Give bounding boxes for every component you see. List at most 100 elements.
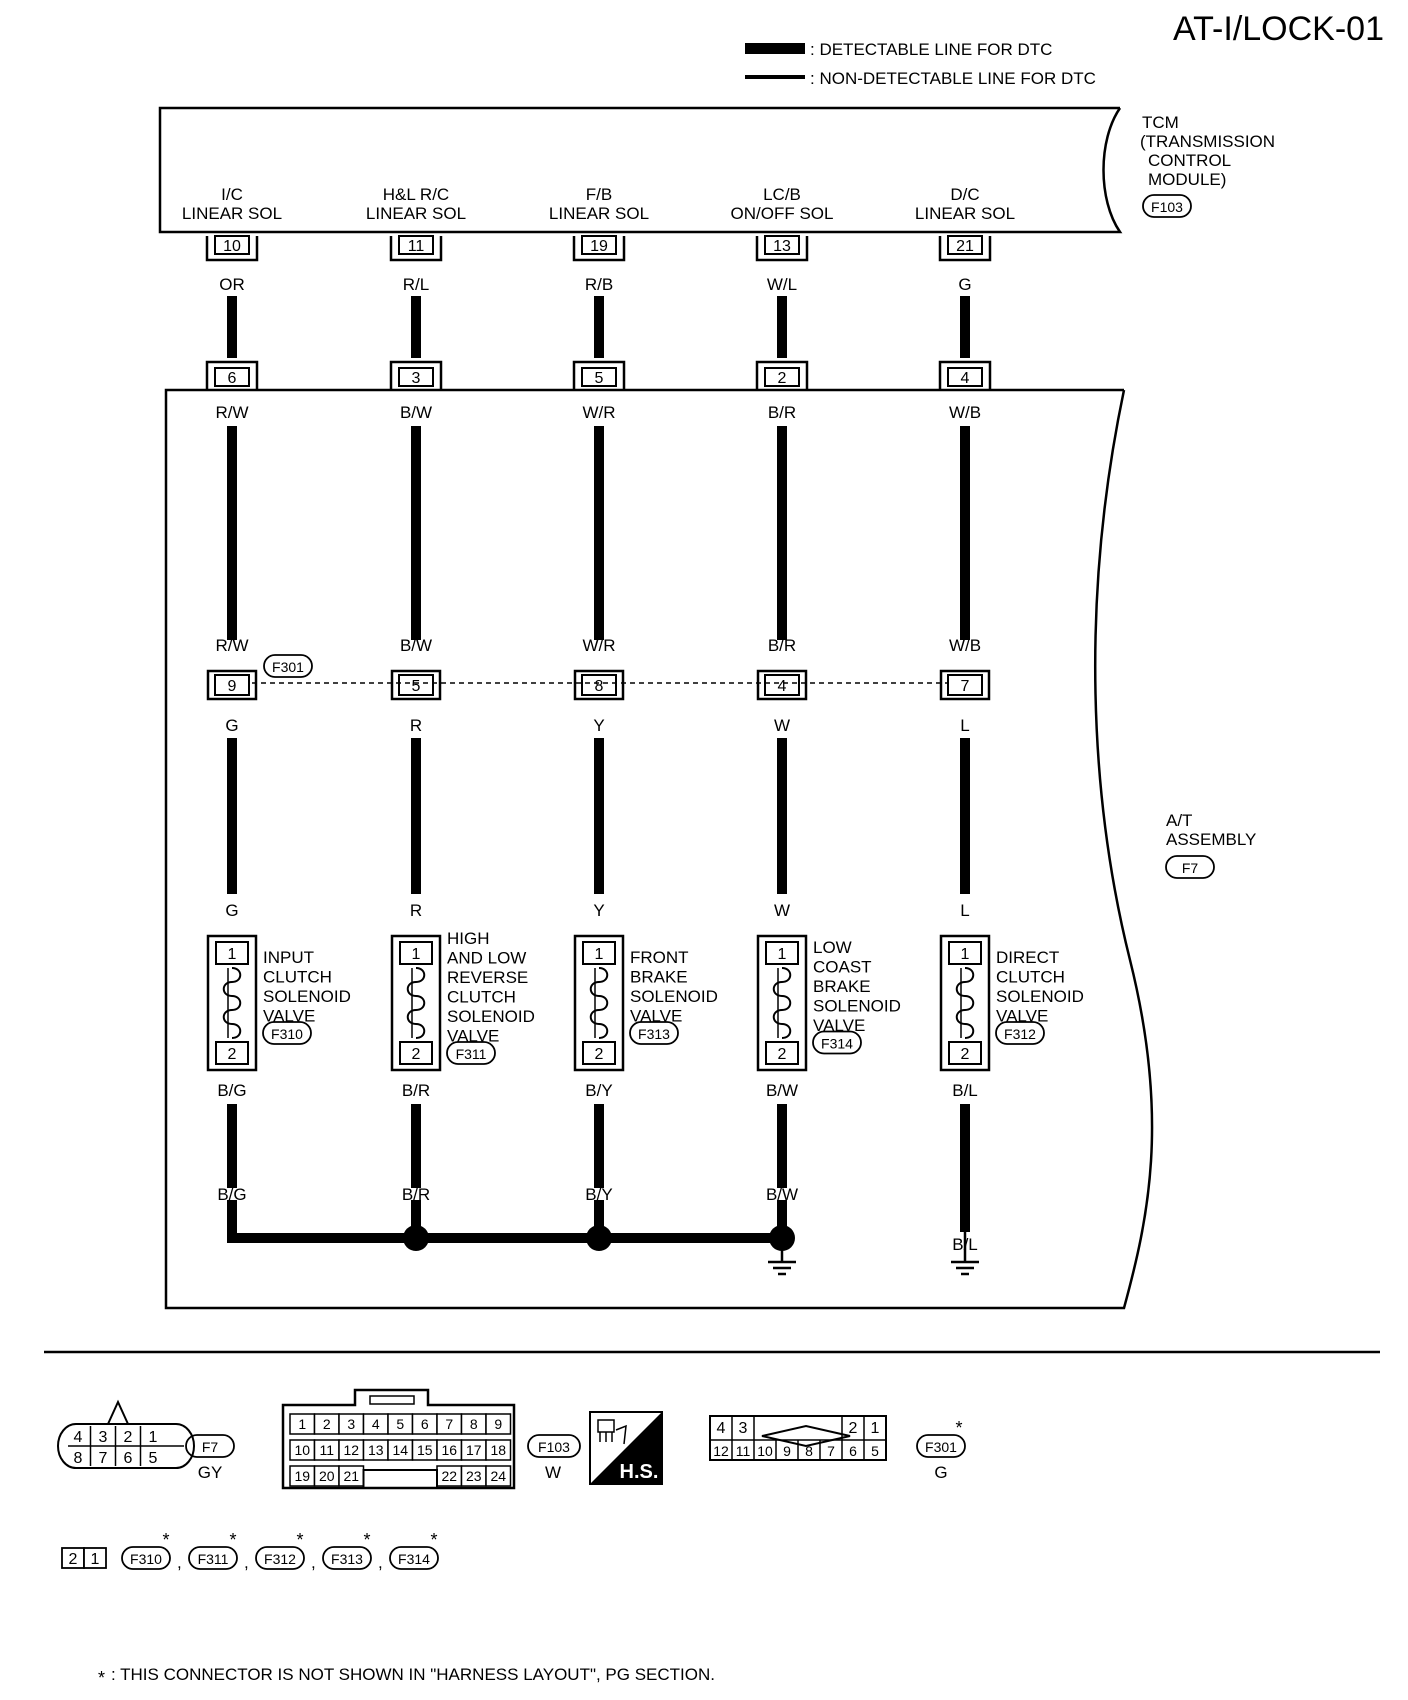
- connector-f7-key: [107, 1399, 129, 1425]
- connector-f7-color: GY: [198, 1463, 223, 1482]
- f103-pin: 21: [343, 1468, 359, 1484]
- f301-junction-badge: [263, 654, 313, 678]
- connector-f103-id: F103: [538, 1439, 570, 1455]
- f7-pin-bracket: [389, 360, 443, 390]
- f103-pin: 1: [298, 1416, 306, 1432]
- wire-color-ground: B/W: [766, 1185, 798, 1204]
- valve-connector-id: F310: [271, 1026, 303, 1042]
- f103-pin: 18: [490, 1442, 506, 1458]
- valve-name-line: CLUTCH: [996, 968, 1065, 987]
- tcm-pin-box: [581, 235, 617, 255]
- wire-color-f301-out: G: [225, 716, 238, 735]
- valve-name-line: INPUT: [263, 948, 314, 967]
- legend-thin-line: [745, 75, 805, 79]
- valve-connector-id: F310: [130, 1551, 162, 1567]
- tcm-pin-box: [214, 235, 250, 255]
- valve-connector-badge: [262, 1021, 312, 1045]
- wire-color-f301-in: B/W: [400, 636, 432, 655]
- wire-color-f7: W/R: [582, 403, 615, 422]
- tcm-terminal-label: ON/OFF SOL: [731, 204, 834, 223]
- valve-name-line: VALVE: [813, 1016, 865, 1035]
- at-assembly-connector-badge: [1165, 855, 1215, 879]
- f103-pin: 10: [294, 1442, 310, 1458]
- valve-name-line: SOLENOID: [263, 987, 351, 1006]
- valve-name-line: VALVE: [630, 1007, 682, 1026]
- f7-pin: 6: [124, 1450, 133, 1467]
- connector-f301-id: F301: [925, 1439, 957, 1455]
- f301-pin: 10: [757, 1443, 773, 1459]
- solenoid-pin-1-box: [399, 941, 433, 965]
- connector-f7-outline: [57, 1423, 195, 1469]
- f7-pin-bracket: [205, 360, 259, 390]
- ground-symbol-4: [768, 1260, 796, 1276]
- valve-name-line: COAST: [813, 958, 872, 977]
- f7-pin: 4: [74, 1429, 83, 1446]
- tcm-module: TCM (TRANSMISSION CONTROL MODULE) F103: [158, 106, 1275, 234]
- solenoid-pin-1-box: [948, 941, 982, 965]
- valve-name-line: HIGH: [447, 929, 490, 948]
- valve-connector-badge: [629, 1021, 679, 1045]
- tcm-pin-bracket: [938, 236, 992, 262]
- tcm-terminal-label: LC/B: [763, 185, 801, 204]
- f301-pin: 7: [827, 1443, 835, 1459]
- tcm-pin-number: 10: [223, 238, 241, 255]
- valve-connector-mark: *: [363, 1530, 370, 1550]
- f301-pin: 3: [739, 1420, 748, 1437]
- f103-pin: 16: [441, 1442, 457, 1458]
- wire-color-valve-in: R: [410, 901, 422, 920]
- wire-color-f301-in: W/B: [949, 636, 981, 655]
- f7-pin: 5: [149, 1450, 158, 1467]
- wire-color-f301-out: Y: [593, 716, 604, 735]
- valve-connector-pin: 2: [69, 1551, 78, 1568]
- wire-color-f301-in: R/W: [215, 636, 248, 655]
- f301-pin-number: 5: [412, 678, 421, 695]
- solenoid-coil-icon: [589, 967, 609, 1039]
- tcm-terminal-label: LINEAR SOL: [366, 204, 466, 223]
- wire-color-valve-out: B/L: [952, 1081, 978, 1100]
- f301-pin: 9: [783, 1443, 791, 1459]
- f103-pin: 13: [368, 1442, 384, 1458]
- solenoid-pin-2: 2: [595, 1046, 604, 1063]
- wire-color-valve-out: B/Y: [585, 1081, 612, 1100]
- f103-pin: 15: [417, 1442, 433, 1458]
- valve-name-line: FRONT: [630, 948, 689, 967]
- valve-name-line: LOW: [813, 938, 852, 957]
- wire-color-tcm: R/L: [403, 275, 429, 294]
- f103-pin: 11: [319, 1442, 334, 1458]
- footnote-text: : THIS CONNECTOR IS NOT SHOWN IN "HARNES…: [111, 1665, 715, 1684]
- tcm-pin-bracket: [572, 236, 626, 262]
- f7-pin-box: [947, 367, 983, 387]
- f103-pin: 24: [490, 1468, 506, 1484]
- f103-pin: 19: [294, 1468, 310, 1484]
- tcm-terminal-label: D/C: [950, 185, 979, 204]
- valve-connector-separator: ,: [378, 1553, 383, 1572]
- tcm-name-line-3: CONTROL: [1148, 151, 1231, 170]
- valve-name-line: SOLENOID: [996, 987, 1084, 1006]
- solenoid-coil-icon: [955, 967, 975, 1039]
- f103-pin: 20: [319, 1468, 335, 1484]
- tcm-connector-badge: [1142, 194, 1192, 218]
- valve-connector-id: F312: [1004, 1026, 1036, 1042]
- tcm-pin-bracket: [755, 236, 809, 262]
- solenoid-coil-icon: [406, 967, 426, 1039]
- f7-pin: 7: [99, 1450, 108, 1467]
- wire-color-f301-in: B/R: [768, 636, 796, 655]
- valve-name-line: CLUTCH: [447, 988, 516, 1007]
- valve-connector-separator: ,: [311, 1553, 316, 1572]
- wire-color-ground: B/Y: [585, 1185, 612, 1204]
- f103-pin: 22: [441, 1468, 457, 1484]
- valve-connector-id: F312: [264, 1551, 296, 1567]
- at-assembly-connector-id: F7: [1182, 860, 1199, 876]
- solenoid-pin-1-box: [215, 941, 249, 965]
- valve-connector-badge: [389, 1546, 439, 1570]
- valve-name-line: DIRECT: [996, 948, 1059, 967]
- wire-color-tcm: OR: [219, 275, 245, 294]
- wire-color-valve-in: W: [774, 901, 790, 920]
